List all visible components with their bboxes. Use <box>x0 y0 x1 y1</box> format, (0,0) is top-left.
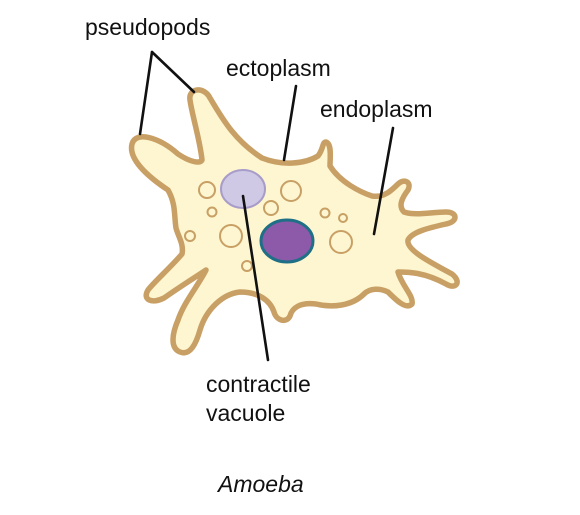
leader-pseudopod-left <box>138 50 154 136</box>
label-pseudopods: pseudopods <box>85 14 211 40</box>
leader-endoplasm <box>372 126 395 236</box>
leader-ectoplasm <box>282 84 298 162</box>
label-contractile-line1: contractile <box>206 371 311 397</box>
vesicle <box>329 230 353 254</box>
label-ectoplasm: ectoplasm <box>226 55 331 81</box>
contractile-vacuole <box>220 169 266 209</box>
vesicle <box>263 200 279 216</box>
leader-pseudopod-right <box>150 50 196 94</box>
vesicle <box>184 230 196 242</box>
label-contractile-line2: vacuole <box>206 400 286 426</box>
label-contractile-vacuole: contractile vacuole <box>206 370 311 428</box>
vesicle <box>219 224 243 248</box>
nucleus <box>259 218 315 264</box>
vesicle <box>280 180 302 202</box>
vesicle <box>338 213 348 223</box>
leader-contractile-vacuole <box>241 194 270 362</box>
diagram-caption: Amoeba <box>218 471 304 497</box>
vesicles <box>184 180 353 272</box>
label-endoplasm: endoplasm <box>320 96 433 122</box>
vesicle <box>198 181 216 199</box>
vesicle <box>206 206 218 218</box>
vesicle <box>241 260 253 272</box>
leader-lines <box>138 50 395 362</box>
vesicle <box>319 207 331 219</box>
